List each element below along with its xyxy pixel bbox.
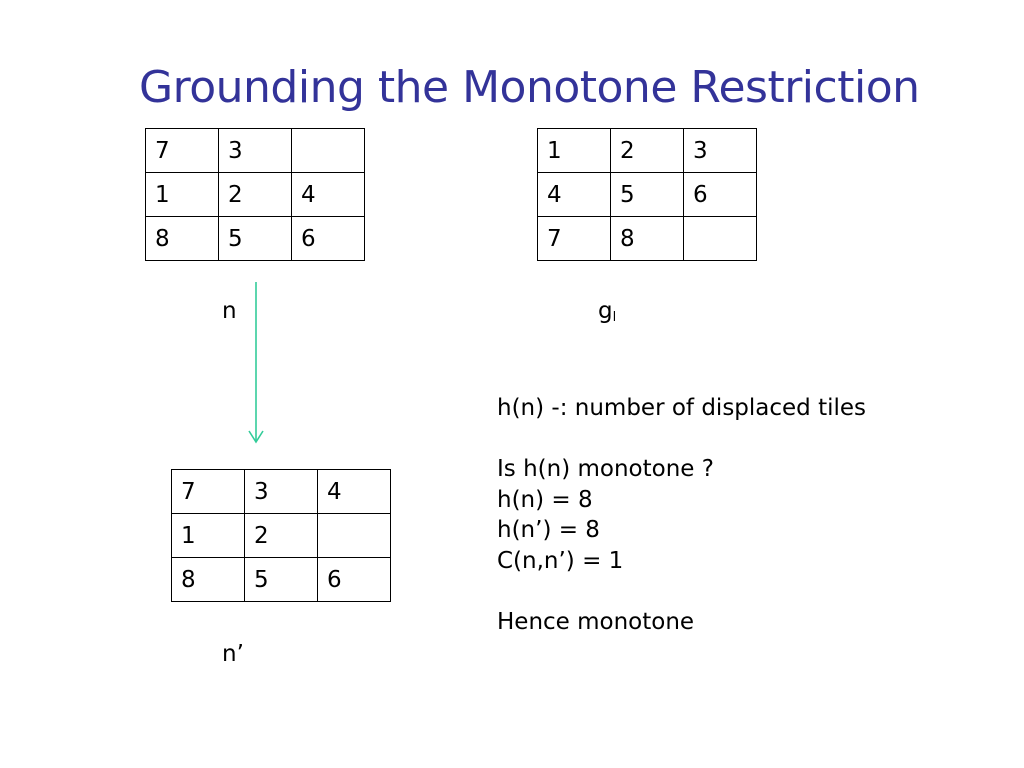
label-n: n [222,298,237,324]
grid-row: 8 5 6 [145,216,365,261]
grid-cell: 7 [145,128,219,173]
grid-cell: 5 [218,216,292,261]
grid-goal-state: 1 2 3 4 5 6 7 8 [537,128,757,261]
grid-row: 7 3 [145,128,365,173]
note-line: C(n,n’) = 1 [497,547,624,574]
grid-cell [683,216,757,261]
notes-block: h(n) -: number of displaced tiles Is h(n… [497,393,866,637]
grid-cell: 2 [218,172,292,217]
grid-cell: 6 [317,557,391,602]
note-line: h(n) = 8 [497,486,593,513]
grid-state-n-prime: 7 3 4 1 2 8 5 6 [171,469,391,602]
grid-row: 1 2 [171,513,391,558]
grid-cell: 6 [683,172,757,217]
grid-cell: 4 [537,172,611,217]
grid-row: 8 5 6 [171,557,391,602]
grid-cell: 8 [145,216,219,261]
label-goal-base: g [598,298,613,324]
label-n-prime: n’ [222,641,244,667]
note-line [497,576,866,607]
grid-cell: 1 [145,172,219,217]
grid-cell: 1 [537,128,611,173]
grid-cell: 5 [610,172,684,217]
grid-cell: 8 [610,216,684,261]
grid-cell: 2 [244,513,318,558]
grid-cell: 7 [537,216,611,261]
grid-row: 7 3 4 [171,469,391,514]
grid-row: 1 2 4 [145,172,365,217]
grid-cell: 2 [610,128,684,173]
grid-cell: 7 [171,469,245,514]
grid-row: 7 8 [537,216,757,261]
grid-row: 4 5 6 [537,172,757,217]
down-arrow-icon [248,282,264,444]
note-line: Hence monotone [497,608,695,635]
slide-title: Grounding the Monotone Restriction [139,62,920,113]
grid-cell: 6 [291,216,365,261]
label-goal: gl [598,298,616,325]
note-line: Is h(n) monotone ? [497,456,714,482]
grid-cell: 3 [218,128,292,173]
grid-cell: 1 [171,513,245,558]
grid-row: 1 2 3 [537,128,757,173]
grid-cell: 3 [683,128,757,173]
grid-cell [291,128,365,173]
grid-cell: 4 [317,469,391,514]
grid-cell: 8 [171,557,245,602]
note-line [497,424,866,455]
note-line: h(n’) = 8 [497,517,600,543]
note-line: h(n) -: number of displaced tiles [497,395,867,421]
grid-cell: 3 [244,469,318,514]
grid-cell: 4 [291,172,365,217]
label-goal-subscript: l [612,310,617,325]
grid-cell [317,513,391,558]
grid-state-n: 7 3 1 2 4 8 5 6 [145,128,365,261]
grid-cell: 5 [244,557,318,602]
